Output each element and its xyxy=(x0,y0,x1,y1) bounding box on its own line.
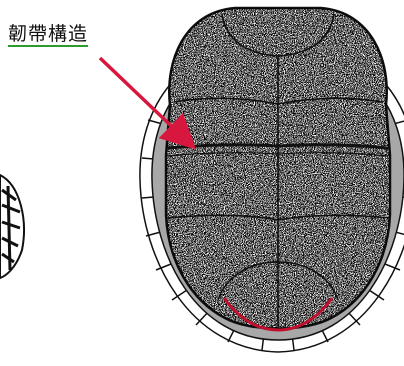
plastron xyxy=(160,0,400,340)
annotation-label: 韌帶構造 xyxy=(8,19,88,46)
left-shell-fragment xyxy=(0,175,24,278)
annotation-text: 韌帶構造 xyxy=(8,23,88,47)
